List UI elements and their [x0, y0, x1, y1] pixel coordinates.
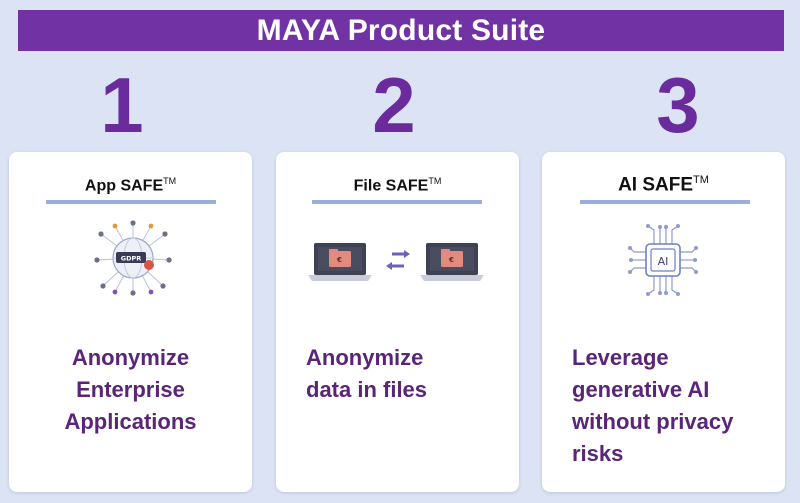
title-underline: [46, 200, 216, 204]
step-number-3: 3: [656, 61, 700, 149]
page-title: MAYA Product Suite: [256, 13, 546, 47]
title-banner: MAYA Product Suite: [18, 10, 784, 51]
svg-text:€: €: [448, 256, 454, 264]
description-line: Applications: [64, 409, 197, 434]
product-card-file-safe: File SAFETM € € Anonymize data in files: [276, 152, 519, 492]
product-name-text: File SAFE: [353, 177, 429, 195]
product-description: Leverage generative AI without privacy r…: [572, 342, 733, 470]
trademark: TM: [428, 176, 442, 186]
step-number-1: 1: [100, 61, 144, 149]
step-number-2: 2: [372, 61, 416, 149]
description-line: Leverage: [572, 345, 669, 370]
product-name: App SAFETM: [9, 176, 252, 195]
laptop-file-transfer-icon: € €: [308, 243, 484, 281]
description-line: Anonymize: [71, 345, 190, 370]
product-card-app-safe: App SAFETM GDPR Anonymize Enter: [9, 152, 252, 492]
trademark: TM: [163, 176, 177, 186]
svg-text:€: €: [336, 256, 342, 264]
description-line: risks: [572, 441, 624, 466]
product-name-text: AI SAFE: [618, 174, 694, 196]
description-line: data in files: [306, 377, 428, 402]
product-name-text: App SAFE: [84, 177, 164, 195]
product-name: File SAFETM: [276, 176, 519, 195]
product-card-ai-safe: AI SAFETM AI Leverage generative AI with…: [542, 152, 785, 492]
description-line: generative AI: [572, 377, 710, 402]
product-description: Anonymize data in files: [306, 342, 427, 406]
description-line: Anonymize: [306, 345, 424, 370]
description-line: Enterprise: [76, 377, 185, 402]
description-line: without privacy: [572, 409, 734, 434]
ai-chip-icon: AI: [628, 224, 698, 296]
title-underline: [312, 200, 482, 204]
product-name: AI SAFETM: [542, 174, 785, 196]
product-description: Anonymize Enterprise Applications: [9, 342, 252, 438]
title-underline: [580, 200, 750, 204]
gdpr-globe-network-icon: GDPR: [94, 220, 172, 296]
chip-label: AI: [658, 255, 669, 268]
gdpr-label: GDPR: [121, 255, 142, 263]
trademark: TM: [693, 174, 709, 186]
